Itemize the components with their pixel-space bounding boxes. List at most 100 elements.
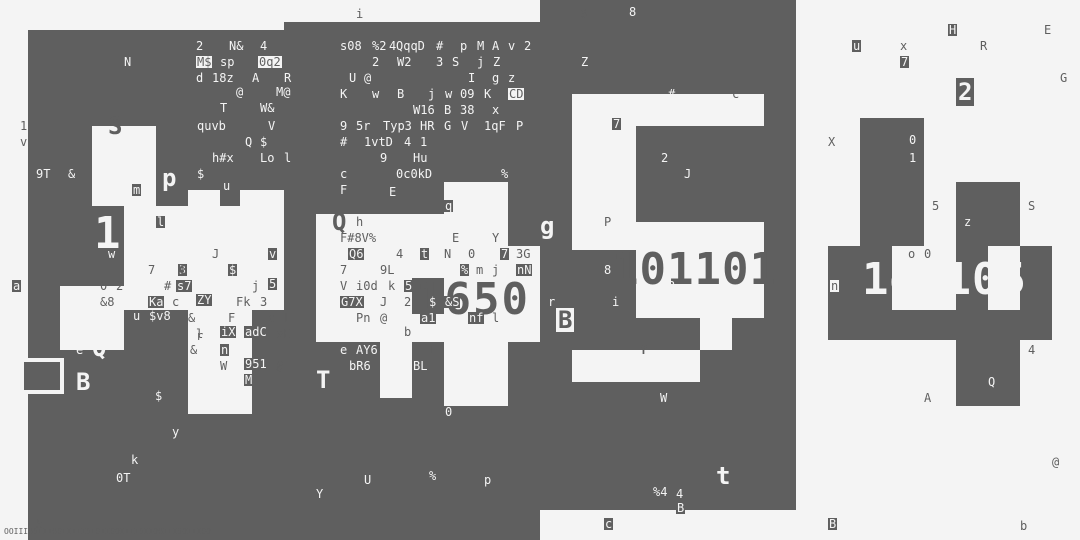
glyph: # — [164, 279, 172, 293]
glyph: d — [196, 71, 204, 85]
glyph: adC — [244, 325, 268, 339]
glyph: r — [548, 295, 556, 309]
panel-4-big-digits: 1e5105 — [862, 254, 1027, 305]
glyph: 1 — [20, 119, 28, 133]
glyph: f — [640, 343, 648, 357]
glyph: Z — [580, 55, 590, 69]
glyph: 4 — [404, 135, 412, 149]
glyph: 2 — [404, 295, 412, 309]
glyph: # — [668, 87, 676, 101]
glyph: v — [20, 135, 28, 149]
glyph: e — [76, 343, 84, 357]
glyph: R — [980, 39, 988, 53]
glyph: 4 — [260, 39, 268, 53]
glyph: n — [220, 343, 230, 357]
panel-2-dark-inset — [348, 166, 380, 210]
glyph: Y — [316, 487, 324, 501]
panel-1-glyph-tile-inner — [24, 362, 60, 390]
panel-2-light-shape — [380, 342, 412, 398]
glyph: %4 — [652, 485, 669, 499]
glyph: 5 — [932, 199, 940, 213]
glyph: 5 — [404, 279, 414, 293]
glyph: V — [268, 119, 276, 133]
glyph: m — [132, 183, 142, 197]
glyph: h#x — [212, 151, 234, 165]
glyph: S — [1028, 199, 1036, 213]
panel-3-light-shape — [636, 94, 764, 126]
glyph: c — [268, 311, 276, 325]
glyph: F — [228, 311, 236, 325]
glyph: W2 — [396, 55, 413, 69]
glyph: 0q2 — [258, 55, 282, 69]
glyph: W — [220, 359, 228, 373]
glyph: t — [420, 247, 430, 261]
panel-3-light-shape — [572, 350, 700, 382]
glyph: S — [452, 55, 460, 69]
panel-1-dark-inset — [156, 158, 188, 206]
glyph: G — [444, 119, 452, 133]
glyph: c — [140, 247, 148, 261]
glyph: E — [1044, 23, 1052, 37]
glyph: 4 — [676, 487, 684, 501]
glyph: l — [156, 215, 166, 229]
glyph: u — [132, 309, 142, 323]
glyph: j — [476, 55, 486, 69]
glyph: q — [636, 279, 644, 293]
glyph: AY6 — [356, 343, 378, 357]
glyph: Pn — [356, 311, 371, 325]
glyph: 0 — [468, 247, 476, 261]
glyph: 9 — [340, 119, 348, 133]
glyph: L — [284, 311, 292, 325]
glyph: 5r — [356, 119, 371, 133]
glyph: G — [1060, 71, 1068, 85]
panel-3-light-shape — [572, 94, 636, 250]
glyph: n — [830, 279, 840, 293]
glyph: J — [684, 167, 692, 181]
glyph: j — [492, 263, 500, 277]
glyph: w — [372, 87, 380, 101]
panel-3-light-shape — [636, 222, 764, 318]
glyph: l — [284, 151, 292, 165]
glyph: P — [516, 119, 524, 133]
glyph: # — [436, 39, 444, 53]
glyph: R — [412, 231, 420, 245]
glyph-large: B — [556, 306, 575, 334]
glyph: N — [124, 55, 132, 69]
glyph-large: Q — [332, 208, 347, 236]
glyph: I — [468, 71, 476, 85]
panel-2-light-shape — [444, 182, 508, 406]
glyph-large: T — [316, 366, 331, 394]
glyph: R — [284, 71, 292, 85]
glyph: % — [500, 167, 510, 181]
glyph: V — [340, 279, 348, 293]
glyph: G7X — [340, 295, 364, 309]
glyph: K — [484, 87, 492, 101]
glyph: 18z — [212, 71, 234, 85]
glyph: 0 — [100, 279, 108, 293]
glyph: 7 — [900, 55, 910, 69]
glyph: nN — [516, 263, 533, 277]
glyph: k — [388, 279, 396, 293]
glyph: 4 — [1028, 343, 1036, 357]
glyph: s08 — [340, 39, 362, 53]
glyph: Q — [244, 135, 254, 149]
glyph-large: t — [940, 238, 955, 266]
glyph: nf — [468, 311, 485, 325]
glyph: c — [172, 295, 180, 309]
glyph: x — [900, 39, 908, 53]
glyph: aE — [276, 327, 291, 341]
glyph: 3 — [260, 295, 268, 309]
glyph: 7 — [612, 117, 622, 131]
glyph: M$ — [196, 55, 213, 69]
glyph: c — [604, 517, 614, 531]
panel-3-dark-inset — [572, 250, 636, 350]
glyph: 1 — [908, 151, 918, 165]
glyph: A — [252, 71, 260, 85]
glyph: %2 — [372, 39, 387, 53]
panel-1-light-shape — [124, 190, 284, 310]
glyph: @ — [364, 71, 372, 85]
glyph: 2 — [196, 39, 204, 53]
glyph: 3G — [516, 247, 531, 261]
glyph: Z — [492, 55, 502, 69]
glyph: Hu — [412, 151, 429, 165]
